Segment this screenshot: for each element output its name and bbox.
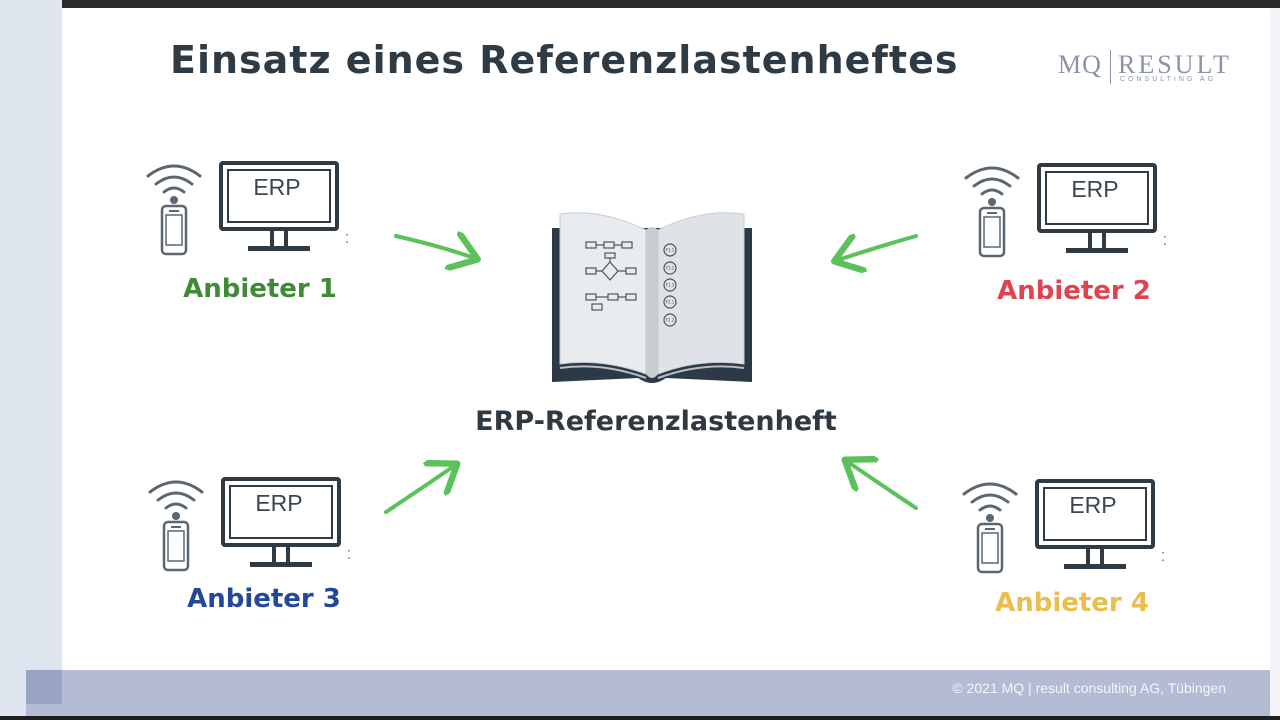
arrow-vendor-3 bbox=[384, 466, 454, 514]
open-book-icon: F1.1 F1.2 F1.3 F2.1 F2.2 bbox=[552, 212, 752, 383]
window-top-edge bbox=[0, 0, 1280, 8]
monitor-screen-text: ERP bbox=[1069, 492, 1117, 518]
vendor-1-label: Anbieter 1 bbox=[183, 274, 337, 304]
vendor-4-devices: ERP ⁚ bbox=[958, 478, 1178, 638]
footer-copyright: © 2021 MQ | result consulting AG, Tübing… bbox=[952, 680, 1226, 696]
smartphone-icon bbox=[978, 206, 1006, 258]
smartphone-icon bbox=[162, 520, 190, 572]
smartphone-icon bbox=[160, 204, 188, 256]
dots-separator: ⁚ bbox=[345, 232, 349, 246]
book-page-ref: F2.2 bbox=[666, 318, 675, 323]
arrow-vendor-4 bbox=[848, 462, 918, 510]
arrow-vendor-1 bbox=[394, 236, 474, 258]
monitor-icon bbox=[221, 477, 341, 567]
dots-separator: ⁚ bbox=[1161, 550, 1165, 564]
dots-separator: ⁚ bbox=[1163, 234, 1167, 248]
monitor-icon bbox=[1035, 479, 1155, 569]
logo-name: RESULT bbox=[1118, 50, 1232, 79]
vendor-3-devices: ERP ⁚ bbox=[144, 476, 364, 636]
smartphone-icon bbox=[976, 522, 1004, 574]
wifi-icon bbox=[146, 164, 202, 204]
monitor-icon bbox=[1037, 163, 1157, 253]
wifi-icon bbox=[962, 482, 1018, 522]
footer-bar bbox=[26, 670, 1270, 716]
slide-title: Einsatz eines Referenzlastenheftes bbox=[170, 38, 959, 82]
book-page-ref: F1.3 bbox=[666, 283, 675, 288]
vendor-1-devices: ERP ⁚ bbox=[142, 160, 362, 320]
monitor-icon bbox=[219, 161, 339, 251]
window-bottom-edge bbox=[0, 716, 1280, 720]
logo-subtitle: CONSULTING AG bbox=[1120, 76, 1217, 83]
book-page-ref: F2.1 bbox=[666, 300, 675, 305]
monitor-screen-text: ERP bbox=[255, 490, 303, 516]
slide-left-margin bbox=[0, 0, 62, 720]
vendor-3-label: Anbieter 3 bbox=[187, 584, 341, 614]
logo-mark: MQ bbox=[1058, 50, 1102, 79]
vendor-2-devices: ERP ⁚ bbox=[960, 162, 1180, 322]
dots-separator: ⁚ bbox=[347, 548, 351, 562]
vendor-2-label: Anbieter 2 bbox=[997, 276, 1151, 306]
company-logo: MQ RESULT CONSULTING AG bbox=[1058, 48, 1240, 88]
vendor-4-label: Anbieter 4 bbox=[995, 588, 1149, 618]
arrow-vendor-2 bbox=[838, 236, 918, 260]
logo-divider bbox=[1110, 50, 1111, 84]
center-document-label: ERP-Referenzlastenheft bbox=[475, 406, 837, 437]
slide-right-margin bbox=[1270, 8, 1280, 720]
book-page-ref: F1.2 bbox=[666, 266, 675, 271]
footer-accent-square bbox=[26, 670, 62, 704]
monitor-screen-text: ERP bbox=[253, 174, 301, 200]
monitor-screen-text: ERP bbox=[1071, 176, 1119, 202]
wifi-icon bbox=[964, 166, 1020, 206]
wifi-icon bbox=[148, 480, 204, 520]
book-page-ref: F1.1 bbox=[666, 248, 675, 253]
